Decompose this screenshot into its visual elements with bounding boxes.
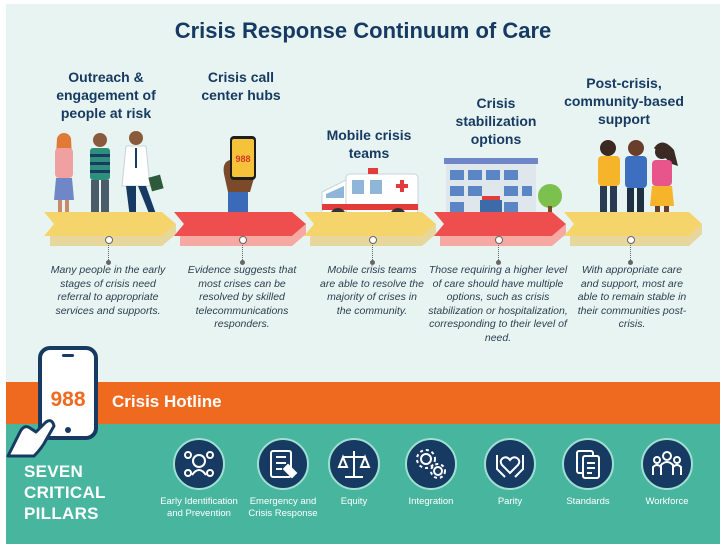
stage-description-mobile-teams: Mobile crisis teams are able to resolve … [320,264,424,317]
stage-description-call-center: Evidence suggests that most crises can b… [187,264,297,330]
stage-title-outreach: Outreach & engagement of people at risk [56,69,156,121]
phone-screen-number: 988 [235,154,250,164]
pillar-workforce: Workforce [627,438,707,508]
pillar-label: Parity [497,496,523,507]
pillar-emergency-response: Emergency and Crisis Response [243,438,323,519]
emergency-document-icon [257,438,309,490]
documents-icon [562,438,614,490]
arrow-segment-3 [304,212,436,246]
infographic-canvas: Crisis Response Continuum of Care Outrea… [6,4,720,544]
pillar-label: Equity [340,496,368,507]
arrow-segment-4 [434,212,566,246]
arrow-segment-1 [44,212,176,246]
arrow-segment-2 [174,212,306,246]
pillar-label: Standards [566,496,610,507]
pillar-integration: Integration [391,438,471,508]
pillars-heading-line-3: PILLARS [24,504,99,523]
stage-title-mobile-teams: Mobile crisis teams [326,127,412,161]
page-title: Crisis Response Continuum of Care [174,18,552,43]
hotline-phone-illustration: 988 [6,346,98,458]
pillar-label: Workforce [645,496,689,507]
connector-2 [239,236,247,265]
connector-4 [495,236,503,265]
continuum-arrow-strip [44,212,702,246]
stage-description-post-crisis: With appropriate care and support, most … [577,264,687,330]
crisis-hotline-label: Crisis Hotline [112,392,222,411]
connector-5 [627,236,635,265]
stage-title-call-center: Crisis call center hubs [201,69,281,103]
pillar-parity: Parity [470,438,550,508]
supporting-people-illustration [598,140,678,224]
gears-icon [405,438,457,490]
hands-heart-icon [484,438,536,490]
stage-title-stabilization: Crisis stabilization options [455,95,537,147]
stage-description-outreach: Many people in the early stages of crisi… [50,264,166,317]
pillar-label: Integration [408,496,454,507]
pillar-equity: Equity [314,438,394,508]
pillar-label: Early Identification and Prevention [160,496,238,519]
pillars-heading-line-1: SEVEN [24,462,84,481]
stage-title-post-crisis: Post-crisis, community-based support [564,75,684,127]
connector-1 [105,236,113,265]
scales-icon [328,438,380,490]
pillar-early-identification: Early Identification and Prevention [159,438,239,519]
people-outreach-illustration [54,131,164,218]
people-network-icon [173,438,225,490]
group-people-icon [641,438,693,490]
arrow-segment-5 [564,212,702,246]
pillars-heading: SEVEN CRITICAL PILLARS [24,461,106,524]
stage-description-stabilization: Those requiring a higher level of care s… [428,264,568,344]
crisis-hotline-bar [6,382,720,424]
pillars-heading-line-2: CRITICAL [24,483,106,502]
connector-3 [369,236,377,265]
pillar-label: Emergency and Crisis Response [248,496,318,519]
hotline-number: 988 [50,388,85,411]
pillar-standards: Standards [548,438,628,508]
